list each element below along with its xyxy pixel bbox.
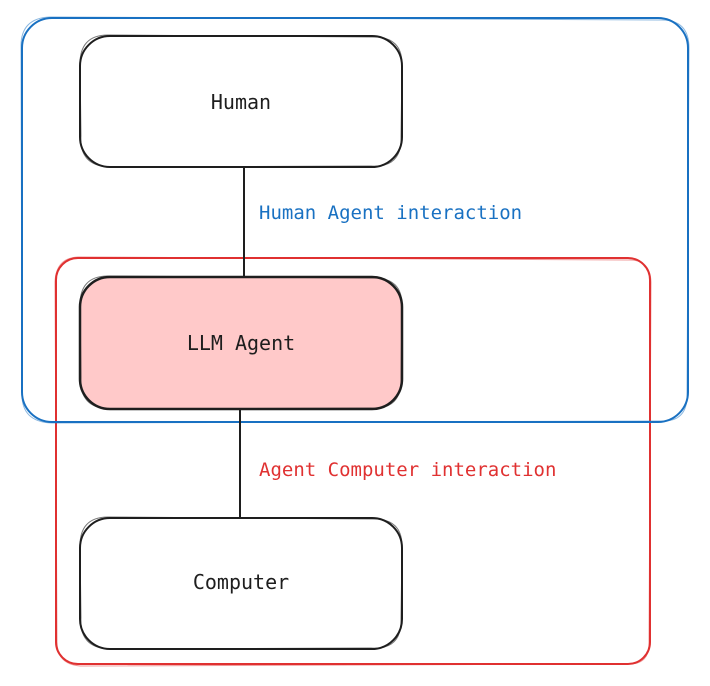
agent-computer-group-label: Agent Computer interaction [259, 459, 556, 481]
human-agent-group-label: Human Agent interaction [259, 202, 522, 224]
llm-agent-node[interactable]: LLM Agent [78, 275, 404, 411]
computer-node-label: Computer [193, 570, 289, 594]
llm-agent-node-label: LLM Agent [187, 331, 295, 355]
agent-computer-group-box-sketch [54, 256, 652, 667]
human-node-label: Human [211, 90, 271, 114]
human-node[interactable]: Human [79, 34, 403, 168]
computer-node[interactable]: Computer [79, 516, 403, 650]
human-agent-group-box-sketch [20, 16, 690, 424]
